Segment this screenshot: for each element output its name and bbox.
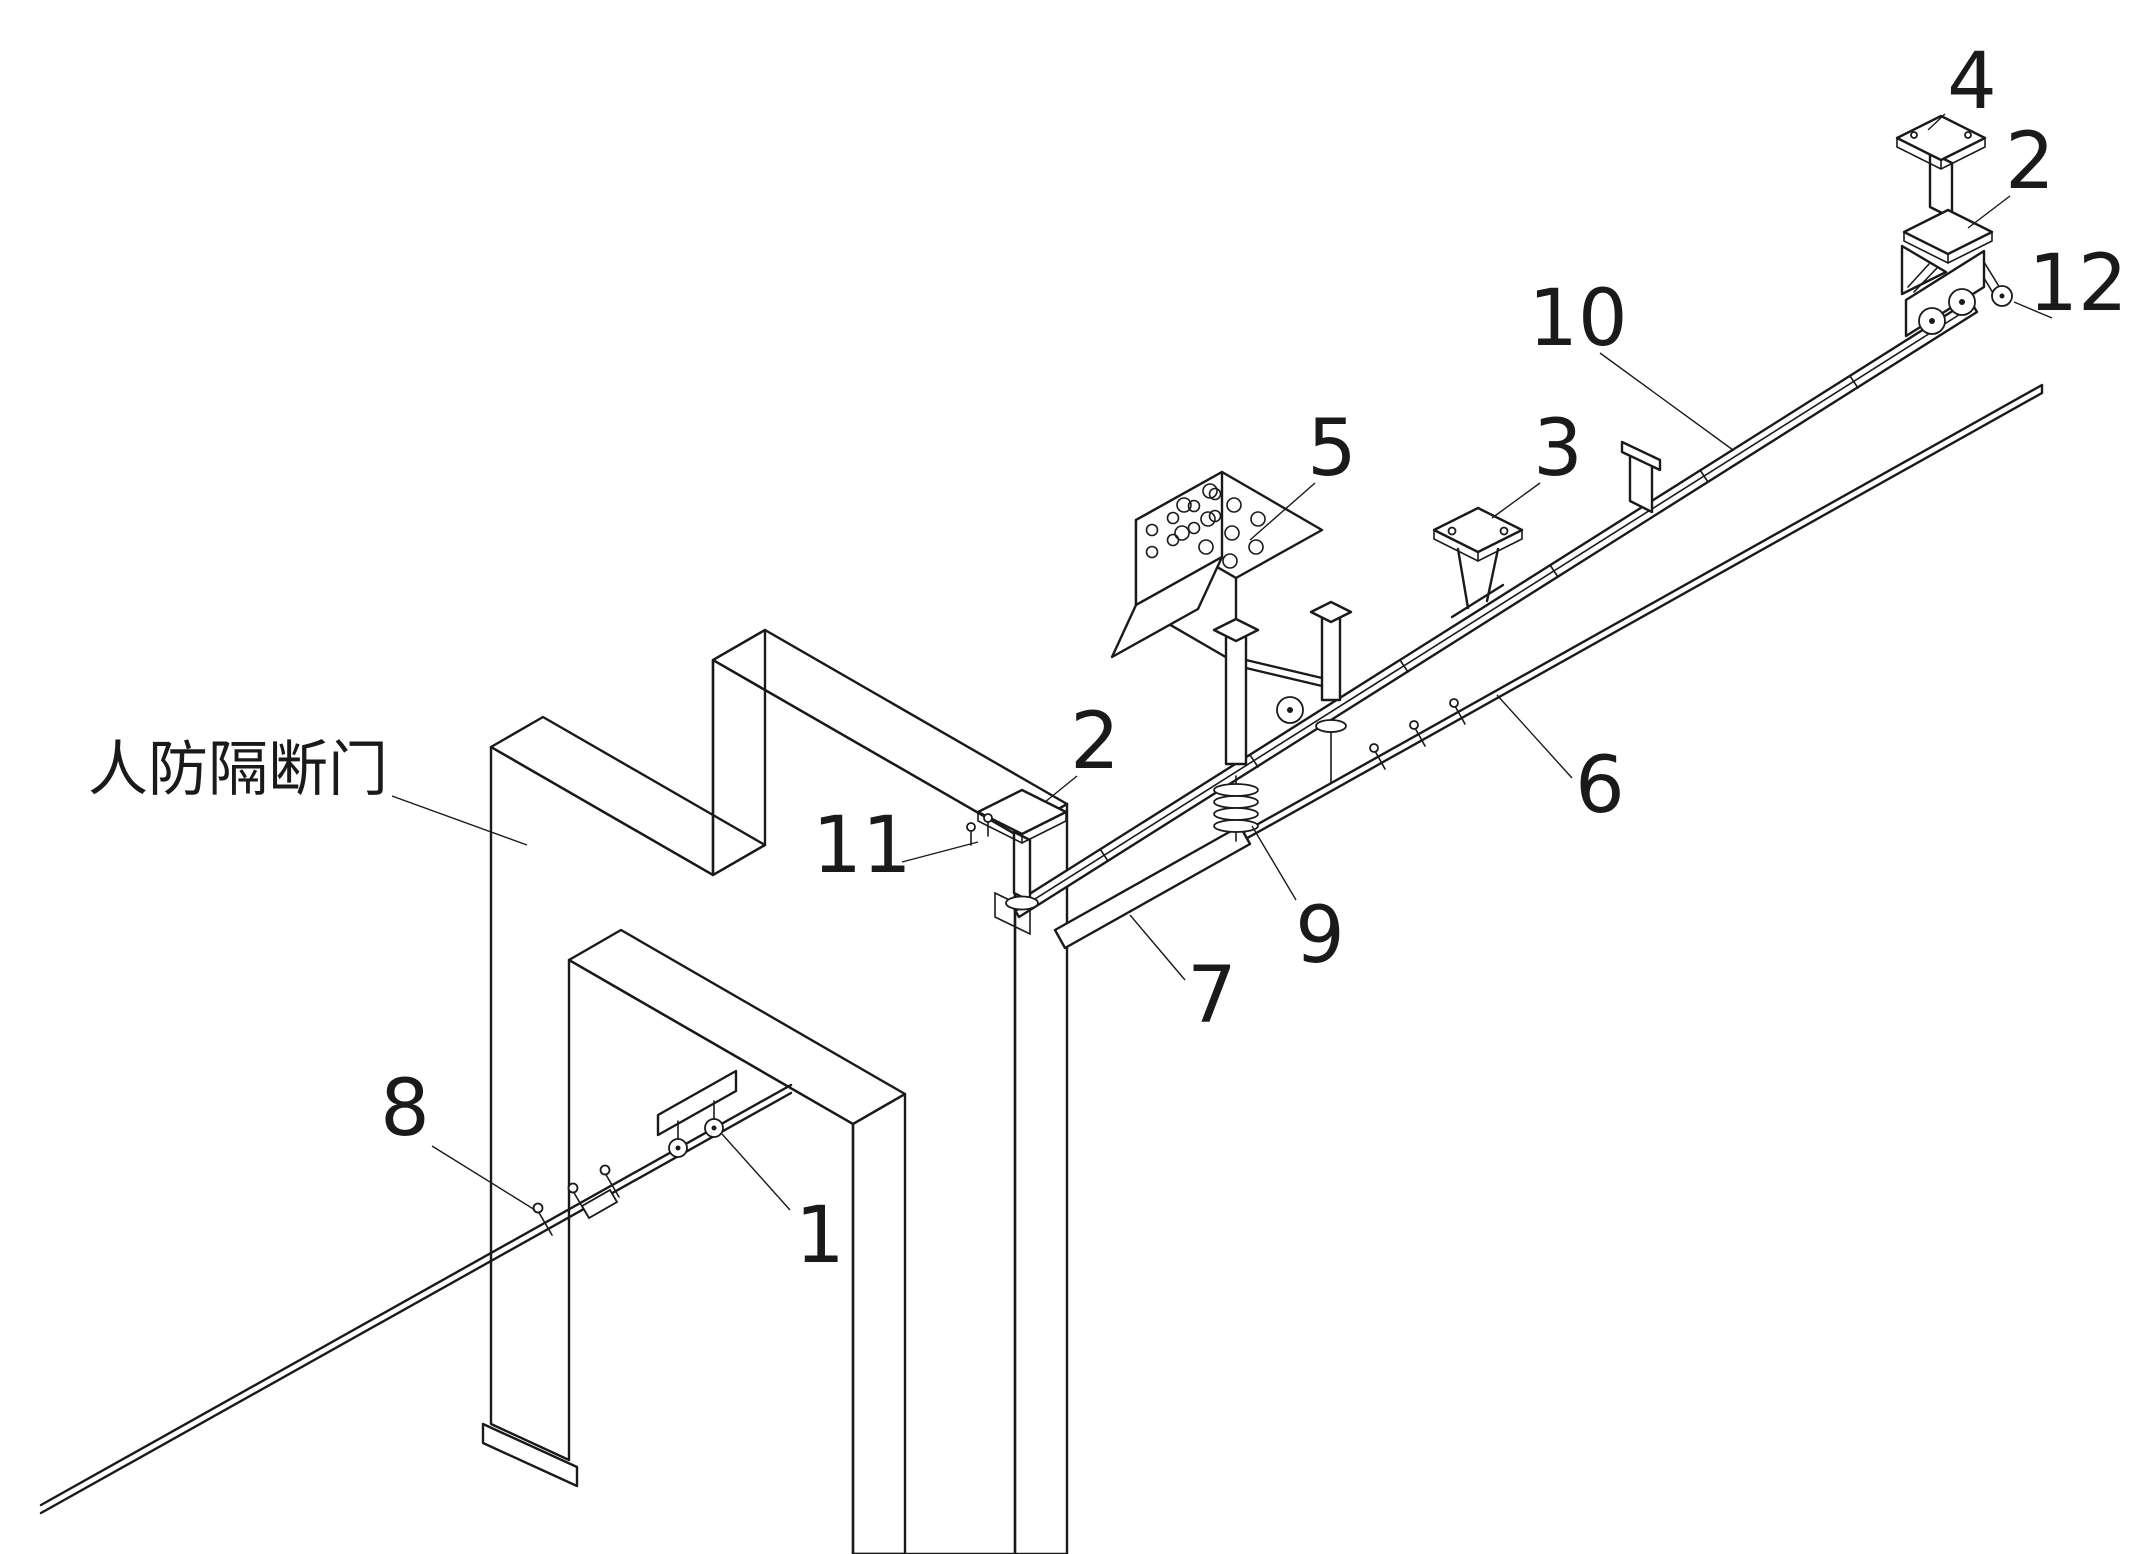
junction-box-flap — [1110, 555, 1224, 659]
flange-bolt — [1964, 131, 1972, 139]
suspension-disc — [1315, 719, 1347, 733]
part-label-8: 8 — [380, 1064, 430, 1154]
leader-7 — [1129, 914, 1186, 981]
part-label-5: 5 — [1307, 404, 1357, 494]
clamp-bolt — [599, 1164, 611, 1176]
leader-10 — [1599, 352, 1734, 451]
suspension-post-cap — [1212, 617, 1260, 643]
leader-door-label — [391, 795, 528, 846]
door-opening-right-reveal — [851, 1092, 907, 1554]
flange-bolt — [1910, 131, 1918, 139]
part-label-6: 6 — [1575, 741, 1625, 831]
suspension-post — [1224, 628, 1248, 766]
spring-bellows — [1213, 795, 1259, 809]
clamp-bolt — [567, 1182, 579, 1194]
rail-bracket-tab — [1620, 440, 1662, 472]
spring-bellows — [1213, 783, 1259, 797]
wall-sleeve — [1053, 824, 1252, 950]
part-label-4: 4 — [1947, 37, 1997, 127]
junction-box-top-holes — [1174, 483, 1266, 569]
leader-3 — [1491, 482, 1541, 519]
monorail-midline — [1015, 305, 1974, 912]
mid-hanger-foot-bar — [1450, 583, 1505, 619]
part-label-9: 9 — [1295, 891, 1345, 981]
leader-2-top — [1967, 195, 2011, 229]
leader-lines — [391, 113, 2053, 1211]
hanger-bolt — [983, 813, 993, 823]
part-label-7: 7 — [1187, 951, 1237, 1041]
mid-hanger-bolt — [1499, 526, 1509, 536]
leader-2-mid — [1044, 775, 1078, 803]
leader-4 — [1927, 113, 1946, 131]
suspension-crossbar — [1244, 658, 1324, 680]
door-frame-foot-plate — [481, 1422, 579, 1488]
part-labels: 4 2 12 10 5 3 6 2 11 9 7 8 1 人防隔断门 — [88, 37, 2128, 1281]
rail-bracket — [1620, 440, 1662, 514]
leader-12 — [2013, 301, 2053, 319]
cable-line-bottom — [39, 1091, 793, 1515]
suspension-post-2 — [1320, 610, 1342, 702]
door-frame-top-face — [489, 715, 767, 877]
door-frame-end-face — [1013, 802, 1069, 1554]
cable-run — [39, 1083, 793, 1515]
conduit-clamps — [1369, 698, 1466, 770]
door-frame-step-face — [711, 628, 767, 877]
mid-suspension — [1212, 600, 1466, 842]
cable-trolley — [656, 1069, 738, 1158]
mid-hanger-leg — [1456, 547, 1470, 610]
junction-box — [1110, 470, 1324, 665]
leader-8 — [431, 1145, 536, 1211]
part-label-1: 1 — [795, 1191, 845, 1281]
mid-hanger — [1432, 506, 1524, 619]
door-frame — [481, 628, 1069, 1554]
cable-collar — [580, 1188, 619, 1220]
door-opening-top-reveal — [567, 928, 907, 1126]
part-label-11: 11 — [812, 801, 911, 891]
leader-1 — [721, 1133, 791, 1211]
leader-6 — [1496, 694, 1573, 779]
part-label-3: 3 — [1533, 404, 1583, 494]
leader-5 — [1249, 482, 1316, 541]
end-assembly — [1895, 114, 2013, 338]
leader-9 — [1251, 825, 1297, 901]
suspension-post-2-cap — [1309, 600, 1353, 624]
part-label-2-top: 2 — [2005, 117, 2055, 207]
part-label-12: 12 — [2028, 239, 2127, 329]
leader-11 — [901, 841, 979, 863]
part-label-2-mid: 2 — [1070, 697, 1120, 787]
hanger-bolt — [966, 822, 976, 832]
door-frame-label: 人防隔断门 — [88, 735, 388, 805]
spring-bellows — [1213, 807, 1259, 821]
cable-clamps — [532, 1164, 620, 1236]
clamp-bolt — [532, 1202, 544, 1214]
part-label-10: 10 — [1528, 274, 1627, 364]
trolley-plate — [656, 1069, 738, 1137]
mid-hanger-leg — [1485, 547, 1500, 603]
hanger-disc — [1005, 895, 1039, 911]
mid-hanger-bolt — [1447, 526, 1457, 536]
spring-bellows — [1213, 819, 1259, 833]
cable-line-top — [39, 1083, 793, 1507]
junction-box-side-holes — [1145, 487, 1222, 559]
wall-hanger — [966, 788, 1068, 911]
monorail-ticks — [1099, 375, 1859, 862]
sleeve-body — [1053, 824, 1252, 950]
